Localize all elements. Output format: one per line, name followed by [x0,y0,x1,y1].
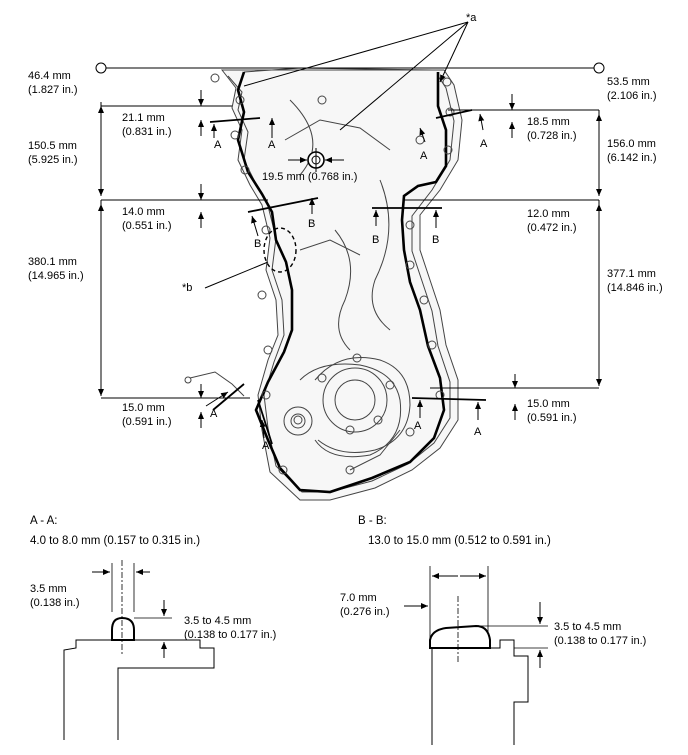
mark-a: A [268,139,276,151]
vertical-dimension-lines [98,90,602,428]
callout-b-leader [204,261,269,289]
dim-top-left-mm: 46.4 mm [28,70,71,82]
mark-a: A [210,408,218,420]
seal-bead-path [236,71,448,494]
dim-upper-left-mm: 21.1 mm [122,112,165,124]
mark-a: A [214,139,222,151]
dim-span-left-1-in: (5.925 in.) [28,154,78,166]
mark-b: B [432,234,440,246]
dim-mid-right-in: (0.472 in.) [527,222,577,234]
section-aa-detail [63,560,215,740]
dim-span-left-2-mm: 380.1 mm [28,256,77,268]
mark-a: A [474,426,482,438]
section-bb-width-in: (0.276 in.) [340,606,390,618]
bolt-holes [210,73,455,475]
left-bracket [189,371,245,397]
dim-bottom-right-mm: 15.0 mm [527,398,570,410]
dim-top-right-in: (2.106 in.) [607,90,657,102]
dim-upper-right-in: (0.728 in.) [527,130,577,142]
dim-center: 19.5 mm (0.768 in.) [262,171,358,183]
mark-b: B [308,218,316,230]
section-cut-lines [209,109,487,445]
section-aa-height-in: (0.138 to 0.177 in.) [184,629,277,641]
oil-pump-housing [283,357,411,453]
dim-mid-left-mm: 14.0 mm [122,206,165,218]
mark-b: B [372,234,380,246]
datum-markers [95,62,605,74]
dim-span-left-2-in: (14.965 in.) [28,270,84,282]
dim-span-right-2-in: (14.846 in.) [607,282,663,294]
section-bb-height-in: (0.138 to 0.177 in.) [554,635,647,647]
dim-bottom-right-in: (0.591 in.) [527,412,577,424]
bead-aa [111,616,135,641]
cover-outline [220,67,463,501]
section-bb-height-mm: 3.5 to 4.5 mm [554,621,622,633]
section-bb-width-mm: 7.0 mm [340,592,377,604]
dim-bottom-left-in: (0.591 in.) [122,416,172,428]
mark-a: A [480,138,488,150]
dim-span-left-1-mm: 150.5 mm [28,140,77,152]
dim-upper-left-in: (0.831 in.) [122,126,172,138]
dim-span-right-1-mm: 156.0 mm [607,138,656,150]
section-aa-title: A - A: [30,515,58,527]
dim-span-right-1-in: (6.142 in.) [607,152,657,164]
dim-span-right-2-mm: 377.1 mm [607,268,656,280]
section-aa-width-mm: 3.5 mm [30,583,67,595]
mark-a: A [414,420,422,432]
callout-a-label: *a [466,12,477,24]
section-aa-width-in: (0.138 in.) [30,597,80,609]
detail-b-region [263,227,297,273]
bracket-hole [184,376,192,384]
bead-bb [429,624,491,649]
mark-a: A [262,440,270,452]
section-bb-title: B - B: [358,515,387,527]
callout-b-label: *b [182,282,193,294]
section-aa-height-mm: 3.5 to 4.5 mm [184,615,252,627]
section-cut-arrows [205,113,485,439]
dim-mid-right-mm: 12.0 mm [527,208,570,220]
callout-a-leaders [243,21,469,131]
section-bb-range: 13.0 to 15.0 mm (0.512 to 0.591 in.) [368,535,551,547]
dim-bottom-left-mm: 15.0 mm [122,402,165,414]
dim-top-left-in: (1.827 in.) [28,84,78,96]
mark-a: A [420,150,428,162]
section-bb-detail [404,566,548,745]
dim-upper-right-mm: 18.5 mm [527,116,570,128]
dim-mid-left-in: (0.551 in.) [122,220,172,232]
dim-top-right-mm: 53.5 mm [607,76,650,88]
mark-b: B [254,238,262,250]
section-aa-range: 4.0 to 8.0 mm (0.157 to 0.315 in.) [30,535,201,547]
